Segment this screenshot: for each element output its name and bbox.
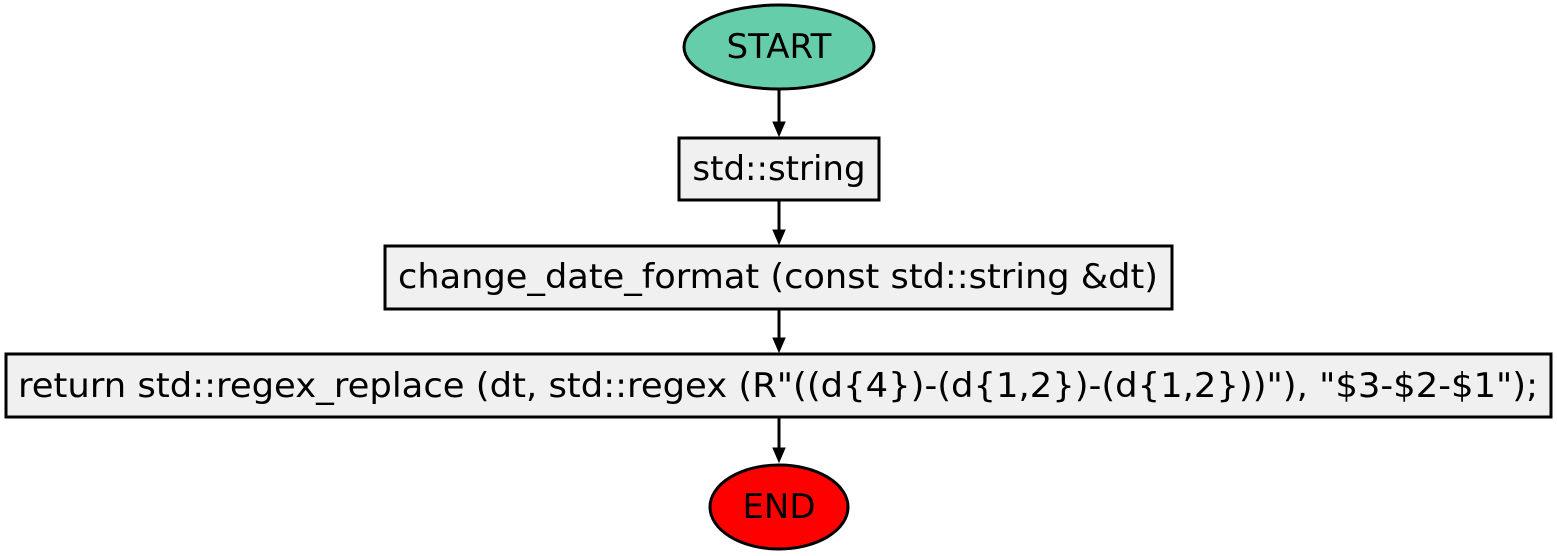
edge-start-to-type-decl [772, 90, 786, 138]
return-stmt-node: return std::regex_replace (dt, std::rege… [4, 352, 1553, 419]
func-sig-box [383, 244, 1174, 311]
func-sig-node: change_date_format (const std::string &d… [383, 244, 1174, 311]
return-stmt-box [4, 352, 1553, 419]
type-decl-box [677, 136, 881, 202]
start-label: START [727, 27, 832, 67]
start-node: START [682, 3, 876, 91]
end-ellipse [708, 463, 850, 551]
type-decl-label: std::string [692, 149, 865, 189]
end-label: END [742, 487, 815, 527]
return-stmt-label: return std::regex_replace (dt, std::rege… [18, 366, 1538, 406]
start-ellipse [682, 3, 876, 91]
type-decl-node: std::string [677, 136, 881, 202]
end-node: END [708, 463, 850, 551]
edge-return-stmt-to-end [772, 417, 786, 464]
func-sig-label: change_date_format (const std::string &d… [398, 257, 1158, 297]
edge-type-decl-to-func-sig [772, 200, 786, 246]
edge-func-sig-to-return-stmt [772, 309, 786, 354]
